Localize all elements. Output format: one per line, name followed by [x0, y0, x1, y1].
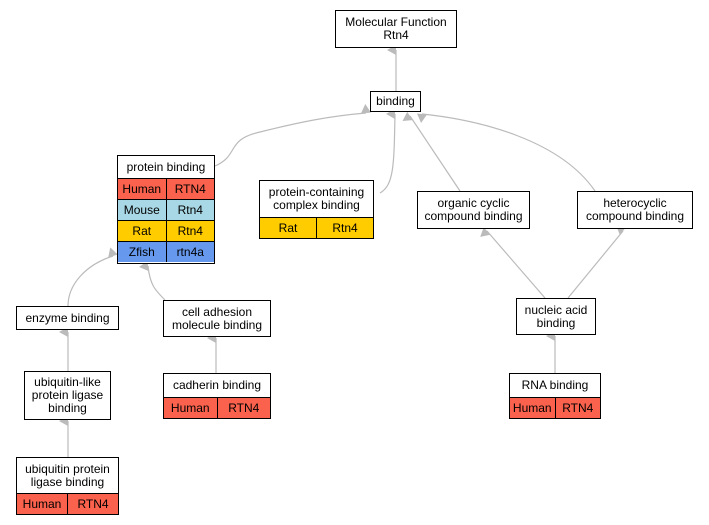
species-cell: Rat [118, 221, 166, 241]
gene-cell: Rtn4 [165, 200, 214, 220]
edge-cell-adhesion-to-protein-binding [139, 261, 166, 301]
species-cell: Human [17, 494, 67, 514]
node-binding[interactable]: binding [370, 91, 421, 112]
gene-cell: RTN4 [67, 494, 118, 514]
gene-cell: RTN4 [216, 398, 270, 418]
gene-cell: RTN4 [165, 179, 214, 199]
node-label-line1: nucleic acid [524, 302, 588, 317]
node-heterocyclic-compound-binding[interactable]: heterocyclic compound binding [577, 191, 693, 229]
edge-protein-complex-binding-to-binding [379, 109, 396, 194]
node-label-line1: Molecular Function [345, 15, 447, 29]
node-label-line2: complex binding [273, 198, 360, 212]
node-cadherin-binding[interactable]: cadherin binding Human RTN4 [163, 373, 271, 419]
edge-organic-cyclic-to-binding [402, 111, 461, 192]
node-label-line1: ubiquitin protein [25, 461, 110, 476]
species-cell: Mouse [118, 200, 166, 220]
species-row-human: Human RTN4 [118, 178, 214, 199]
node-label-line1: ubiquitin-like [34, 375, 101, 389]
node-label-line2: binding [536, 315, 576, 330]
node-label-line2: Rtn4 [383, 28, 409, 42]
node-label-line1: cell adhesion [181, 304, 253, 319]
node-label-line2: compound binding [585, 209, 685, 223]
node-nucleic-acid-binding[interactable]: nucleic acid binding [516, 298, 596, 335]
node-label-line1: organic cyclic [437, 196, 510, 210]
node-label-line1: RNA binding [521, 378, 589, 392]
node-rna-binding[interactable]: RNA binding Human RTN4 [509, 373, 601, 419]
node-label-line1: cadherin binding [172, 378, 262, 392]
gene-cell: Rtn4 [316, 218, 373, 238]
species-cell: Rat [260, 218, 316, 238]
species-cell: Human [164, 398, 217, 418]
edge-enzyme-binding-to-protein-binding [67, 247, 118, 307]
species-cell: Zfish [118, 242, 166, 262]
species-row-rat: Rat Rtn4 [118, 220, 214, 241]
node-ubiquitin-like-protein-ligase-binding[interactable]: ubiquitin-like protein ligase binding [24, 371, 111, 420]
node-organic-cyclic-compound-binding[interactable]: organic cyclic compound binding [417, 191, 530, 229]
species-cell: Human [118, 179, 166, 199]
edge-nucleic-acid-to-organic-cyclic [480, 227, 546, 299]
node-label-line2: protein ligase [31, 388, 104, 402]
node-label-line2: ligase binding [30, 474, 105, 489]
node-label-line1: heterocyclic [603, 196, 667, 210]
edge-protein-binding-to-binding [214, 104, 371, 167]
node-label-line3: binding [48, 401, 87, 415]
edge-heterocyclic-to-binding [417, 113, 596, 192]
species-row-human: Human RTN4 [164, 397, 270, 418]
species-row-human: Human RTN4 [510, 397, 600, 418]
species-row-mouse: Mouse Rtn4 [118, 199, 214, 220]
node-label-line1: enzyme binding [25, 310, 110, 325]
species-cell: Human [510, 398, 555, 418]
node-molecular-function[interactable]: Molecular Function Rtn4 [335, 10, 457, 48]
node-label-line1: binding [376, 94, 415, 108]
node-protein-containing-complex-binding[interactable]: protein-containing complex binding Rat R… [259, 180, 374, 239]
node-protein-binding[interactable]: protein binding Human RTN4 Mouse Rtn4 Ra… [117, 155, 215, 264]
gene-cell: RTN4 [554, 398, 600, 418]
node-label-line2: molecule binding [171, 317, 263, 332]
node-cell-adhesion-molecule-binding[interactable]: cell adhesion molecule binding [163, 300, 271, 337]
node-label-line2: compound binding [424, 209, 523, 223]
node-label-line1: protein binding [126, 159, 206, 174]
species-row-rat: Rat Rtn4 [260, 217, 373, 238]
species-row-human: Human RTN4 [17, 493, 118, 514]
gene-cell: rtn4a [165, 242, 214, 262]
node-label-line1: protein-containing [268, 185, 365, 199]
node-enzyme-binding[interactable]: enzyme binding [16, 306, 119, 330]
node-ubiquitin-protein-ligase-binding[interactable]: ubiquitin protein ligase binding Human R… [16, 457, 119, 515]
edge-nucleic-acid-to-heterocyclic [567, 225, 627, 299]
gene-cell: Rtn4 [165, 221, 214, 241]
species-row-zfish: Zfish rtn4a [118, 241, 214, 262]
